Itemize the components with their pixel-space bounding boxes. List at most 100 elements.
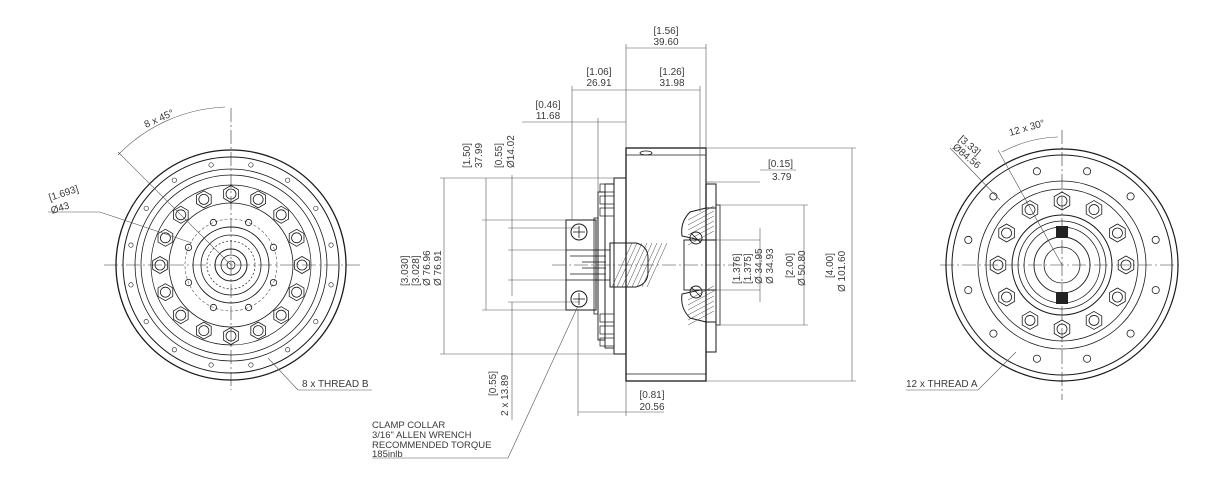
dim-50-80: Ø 50.80: [797, 250, 808, 286]
outer-housing-circle: [115, 149, 347, 381]
thread-hole: [209, 303, 217, 312]
bolt-head: [223, 185, 239, 203]
left-thread-callout: 8 x THREAD B: [302, 379, 369, 390]
angle-arc-right: [1001, 136, 1059, 153]
bolt-head: [250, 321, 266, 340]
bolt-head: [273, 205, 289, 224]
output-flange: [613, 177, 627, 355]
dim-0-55a: [0.55]: [494, 143, 505, 168]
dim-14-02: Ø14.02: [506, 135, 517, 168]
bolt-head: [173, 306, 189, 325]
thread-hole: [1126, 192, 1135, 201]
clamp-note-line2: 3/16" ALLEN WRENCH: [372, 430, 472, 441]
thread-hole: [989, 329, 998, 338]
bolt-head: [223, 327, 239, 345]
thread-hole: [1151, 286, 1160, 295]
clamp-note-line4: 185inlb: [372, 449, 403, 460]
angle-arc-left: [117, 106, 226, 156]
bolt-head: [998, 287, 1015, 307]
dim-0-46: [0.46]: [535, 100, 560, 111]
thread-hole: [1126, 329, 1135, 338]
dim-1-56: [1.56]: [653, 26, 678, 37]
bolt-head: [1117, 255, 1135, 275]
dim-13-89: 2 x 13.89: [500, 374, 511, 416]
bolt-head: [1053, 191, 1071, 211]
bolt-head: [196, 321, 212, 340]
dim-2-00: [2.00]: [785, 253, 796, 278]
thread-hole: [1083, 354, 1092, 363]
dim-34-95: Ø 34.95: [754, 248, 765, 284]
thread-hole: [184, 243, 193, 251]
dim-26-91: 26.91: [586, 78, 611, 89]
dim-3-79: 3.79: [772, 172, 792, 183]
bolt-head: [294, 256, 310, 274]
thread-hole: [1032, 354, 1041, 363]
dim-34-93: Ø 34.93: [765, 248, 776, 284]
thread-hole: [184, 279, 193, 287]
right-bolt-ring: [989, 191, 1135, 339]
bolt-head: [288, 228, 305, 247]
left-bolt-ring: [152, 185, 310, 345]
input-flange: [705, 183, 717, 353]
right-end-view: 12 x 30° [3.33] Ø84.56 12 x THREAD A: [906, 118, 1180, 400]
housing-body: [625, 147, 707, 382]
bolt-head: [1109, 223, 1126, 243]
thread-hole: [269, 279, 278, 287]
thread-hole: [1151, 235, 1160, 244]
dim-39-60: 39.60: [653, 37, 678, 48]
thread-hole: [245, 303, 253, 312]
bolt-head: [288, 283, 305, 302]
bolt-head: [989, 255, 1007, 275]
bolt-head: [1085, 200, 1103, 220]
bolt-head: [157, 283, 174, 302]
bolt-head: [173, 205, 189, 224]
thread-hole: [245, 218, 253, 227]
bolt-head: [250, 190, 266, 209]
dim-1-50: [1.50]: [462, 143, 473, 168]
dim-1-06: [1.06]: [586, 67, 611, 78]
bolt-head: [998, 223, 1015, 243]
right-thread-callout: 12 x THREAD A: [906, 379, 978, 390]
thread-hole: [989, 192, 998, 201]
input-flange-circle: [945, 148, 1179, 382]
dim-76-96: Ø 76.96: [422, 250, 433, 286]
thread-hole: [1032, 167, 1041, 176]
side-section-view: [1.56] 39.60 [1.06] 26.91 [1.26] 31.98 […: [372, 26, 856, 460]
right-angle-dim: 12 x 30°: [1008, 118, 1046, 139]
dim-31-98: 31.98: [659, 78, 684, 89]
thread-hole: [964, 286, 973, 295]
dim-1-375: [1.375]: [743, 253, 754, 284]
bolt-head: [1053, 319, 1071, 339]
dim-1-376: [1.376]: [732, 253, 743, 284]
dim-11-68: 11.68: [536, 111, 561, 122]
dim-0-15: [0.15]: [768, 159, 793, 170]
dim-76-91: Ø 76.91: [433, 250, 444, 286]
thread-hole: [209, 218, 217, 227]
dim-3-030: [3.030]: [400, 255, 411, 286]
dim-20-56: 20.56: [639, 402, 664, 413]
clamp-note-line1: CLAMP COLLAR: [372, 420, 445, 431]
dim-37-99: 37.99: [474, 143, 485, 168]
thread-hole: [964, 235, 973, 244]
bolt-head: [196, 190, 212, 209]
thread-hole: [1083, 167, 1092, 176]
dim-0-81: [0.81]: [639, 390, 664, 401]
clamp-note-line3: RECOMMENDED TORQUE: [372, 440, 491, 451]
bolt-head: [1021, 310, 1039, 330]
left-thread-holes: [128, 162, 334, 368]
dim-1-26: [1.26]: [659, 67, 684, 78]
bolt-head: [157, 228, 174, 247]
left-angle-dim: 8 x 45°: [143, 108, 176, 131]
dim-4-00: [4.00]: [825, 253, 836, 278]
bolt-head: [273, 306, 289, 325]
bolt-head: [1085, 310, 1103, 330]
bolt-head: [1109, 287, 1126, 307]
dim-0-55b: [0.55]: [488, 371, 499, 396]
dim-3-028: [3.028]: [411, 255, 422, 286]
bolt-head: [152, 256, 168, 274]
bolt-head: [1021, 200, 1039, 220]
dim-101-60: Ø 101.60: [837, 250, 848, 292]
left-end-view: 8 x 45° [1.693] Ø43 8 x THREAD B: [48, 106, 372, 391]
thread-hole: [269, 243, 278, 251]
